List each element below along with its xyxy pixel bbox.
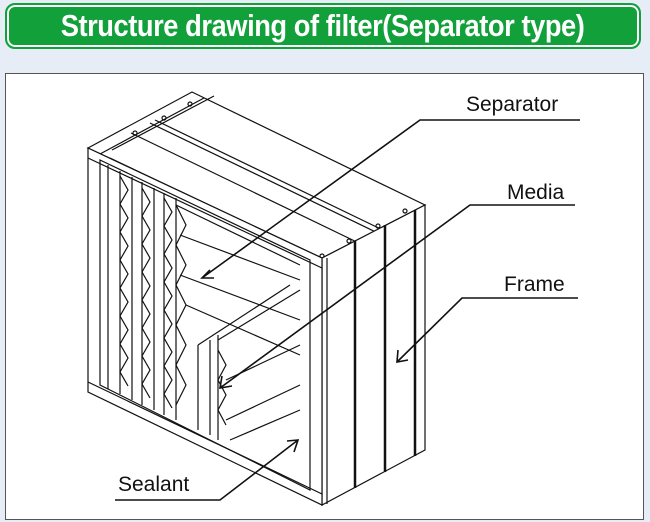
media-pleats [107, 165, 301, 441]
title-text: Structure drawing of filter(Separator ty… [61, 8, 585, 43]
title-banner: Structure drawing of filter(Separator ty… [5, 3, 641, 49]
label-media: Media [507, 181, 565, 204]
separator-leader [201, 119, 580, 279]
leader-lines [115, 119, 580, 501]
label-sealant: Sealant [118, 473, 190, 496]
label-frame: Frame [504, 273, 565, 296]
label-separator: Separator [466, 93, 559, 116]
sealant-leader [115, 439, 299, 501]
frame-leader [396, 297, 578, 363]
media-leader [219, 204, 575, 389]
